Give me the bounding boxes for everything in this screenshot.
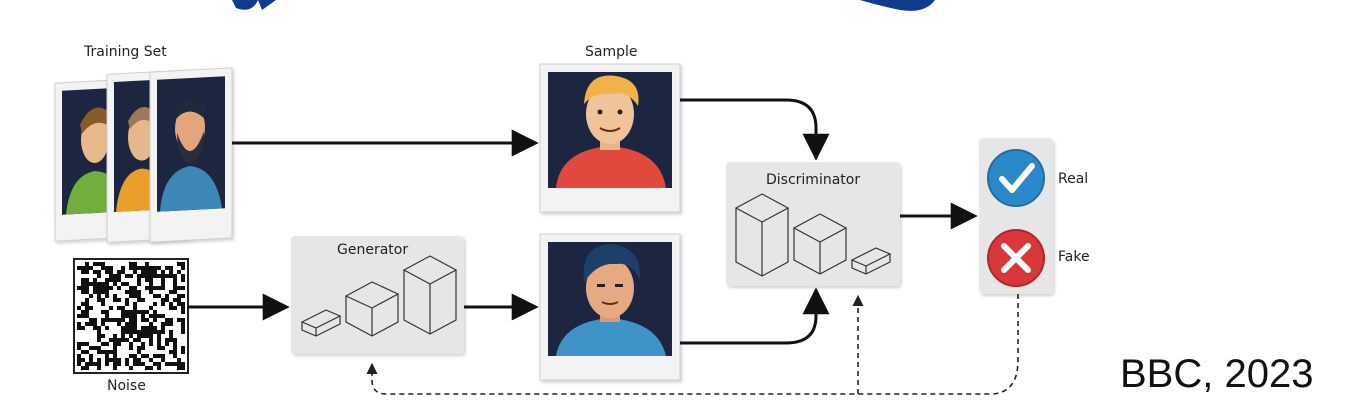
training-set-stack: [54, 67, 233, 243]
training-photo-3: [149, 67, 233, 243]
sample-label: Sample: [585, 44, 638, 60]
fake-cross-icon: [987, 229, 1045, 287]
generator-label: Generator: [337, 242, 409, 258]
real-label: Real: [1058, 171, 1089, 187]
training-set-label: Training Set: [84, 44, 167, 60]
noise-image: [73, 258, 189, 374]
generator-panel: [291, 236, 464, 354]
generator-layer-small: [300, 309, 342, 337]
title-fragment: [232, 0, 935, 11]
flow-arrows: [188, 98, 978, 345]
generated-photo: [539, 233, 681, 381]
generator-layer-medium: [344, 281, 400, 337]
generator-layer-large: [402, 255, 458, 335]
arrow-sample-to-discriminator: [680, 98, 830, 161]
discriminator-layer-large: [734, 193, 790, 277]
fake-label: Fake: [1058, 249, 1090, 265]
noise-label: Noise: [107, 378, 146, 394]
discriminator-panel: [726, 162, 900, 286]
discriminator-label: Discriminator: [766, 172, 861, 188]
arrow-generated-to-discriminator: [680, 287, 830, 345]
discriminator-layer-small: [850, 247, 892, 275]
feedback-path: [366, 294, 1019, 395]
sample-photo: [539, 63, 681, 213]
discriminator-layer-medium: [792, 213, 848, 275]
feedback-loop: [366, 294, 1019, 395]
real-check-icon: [987, 149, 1045, 207]
output-panel: [979, 138, 1053, 294]
citation-text: BBC, 2023: [1120, 352, 1314, 396]
